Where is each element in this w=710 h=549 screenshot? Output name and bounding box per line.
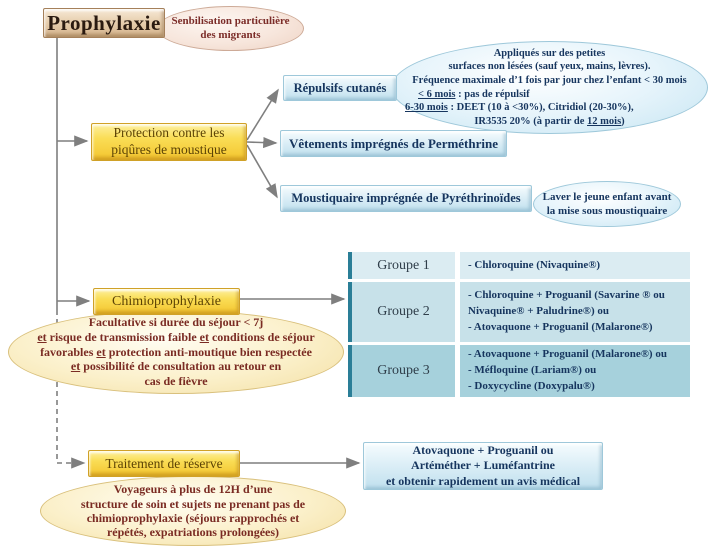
text-line: Protection contre les: [113, 125, 225, 141]
group-label: Groupe 2: [348, 282, 455, 342]
text-line: Atovaquone + Proguanil ou: [412, 442, 554, 457]
text-line: et obtenir rapidement un avis médical: [385, 473, 581, 488]
text-line: et possibilité de consultation au retour…: [70, 359, 282, 374]
repulsifs-note-ellipse: Appliqués sur des petites surfaces non l…: [391, 41, 708, 134]
text-line: Appliqués sur des petites: [493, 47, 606, 59]
text-line: Fréquence maximale d’1 fois par jour che…: [412, 74, 687, 86]
protection-node: Protection contre les piqûres de moustiq…: [91, 123, 247, 161]
table-row-groupe-2: Groupe 2 - Chloroquine + Proguanil (Sava…: [348, 282, 690, 342]
text-line: < 6 mois : pas de répulsif: [418, 88, 530, 100]
chimioprophylaxie-node: Chimioprophylaxie: [93, 288, 240, 315]
text-line: favorables et protection anti-moutique b…: [40, 344, 312, 359]
group-drugs: - Atovaquone + Proguanil (Malarone®) ou …: [460, 345, 690, 397]
text-line: Voyageurs à plus de 12H d’une: [113, 482, 273, 497]
text-line: - Chloroquine + Proguanil (Savarine ® ou: [468, 289, 665, 302]
text-line: Nivaquine® + Paludrine®) ou: [468, 305, 609, 318]
traitement-node: Traitement de réserve: [88, 450, 240, 477]
text-line: Facultative si durée du séjour < 7j: [88, 315, 264, 330]
traitement-note-ellipse: Voyageurs à plus de 12H d’une structure …: [40, 476, 346, 546]
text-line: cas de fièvre: [144, 374, 208, 389]
chimio-note-ellipse: Facultative si durée du séjour < 7j et r…: [8, 310, 344, 394]
text-line: - Doxycycline (Doxypalu®): [468, 379, 595, 392]
page-title: Prophylaxie: [43, 8, 165, 38]
migrants-note-ellipse: Senbilisation particulière des migrants: [157, 6, 304, 51]
text-line: - Méfloquine (Lariam®) ou: [468, 364, 597, 377]
text-line: la mise sous moustiquaire: [546, 205, 668, 217]
text-line: structure de soin et sujets ne prenant p…: [80, 496, 306, 511]
laver-note-ellipse: Laver le jeune enfant avant la mise sous…: [533, 181, 681, 227]
group-drugs: - Chloroquine (Nivaquine®): [460, 252, 690, 279]
text-line: - Atovaquone + Proguanil (Malarone®): [468, 320, 653, 333]
text-line: répétés, expatriations prolongées): [106, 525, 280, 540]
group-label: Groupe 1: [348, 252, 455, 279]
text-line: piqûres de moustique: [111, 142, 227, 157]
chemoprophylaxis-groups-table: Groupe 1 - Chloroquine (Nivaquine®) Grou…: [348, 252, 690, 400]
text-line: Artéméther + Luméfantrine: [411, 458, 555, 473]
text-line: - Atovaquone + Proguanil (Malarone®) ou: [468, 348, 667, 361]
reserve-treatment-box: Atovaquone + Proguanil ou Artéméther + L…: [363, 442, 603, 490]
table-row-groupe-1: Groupe 1 - Chloroquine (Nivaquine®): [348, 252, 690, 279]
repulsifs-node: Répulsifs cutanés: [283, 75, 397, 101]
text-line: IR3535 20% (à partir de 12 mois): [474, 115, 625, 127]
table-row-groupe-3: Groupe 3 - Atovaquone + Proguanil (Malar…: [348, 345, 690, 397]
text-line: et risque de transmission faible et cond…: [37, 329, 315, 344]
arrow-to-moustiquaire: [246, 144, 278, 199]
moustiquaire-node: Moustiquaire imprégnée de Pyréthrinoïdes: [280, 185, 532, 212]
text-line: Senbilisation particulière: [171, 14, 290, 27]
group-drugs: - Chloroquine + Proguanil (Savarine ® ou…: [460, 282, 690, 342]
text-line: surfaces non lésées (sauf yeux, mains, l…: [448, 61, 651, 73]
vetements-node: Vêtements imprégnés de Perméthrine: [280, 130, 507, 157]
arrow-to-vetements: [246, 136, 278, 149]
arrow-to-repulsifs: [246, 88, 279, 141]
text-line: - Chloroquine (Nivaquine®): [468, 258, 601, 271]
group-label: Groupe 3: [348, 345, 455, 397]
text-line: 6-30 mois : DEET (10 à <30%), Citridiol …: [405, 102, 634, 114]
text-line: Laver le jeune enfant avant: [542, 190, 672, 203]
text-line: des migrants: [200, 28, 261, 41]
text-line: chimioprophylaxie (séjours rapprochés et: [86, 511, 300, 525]
